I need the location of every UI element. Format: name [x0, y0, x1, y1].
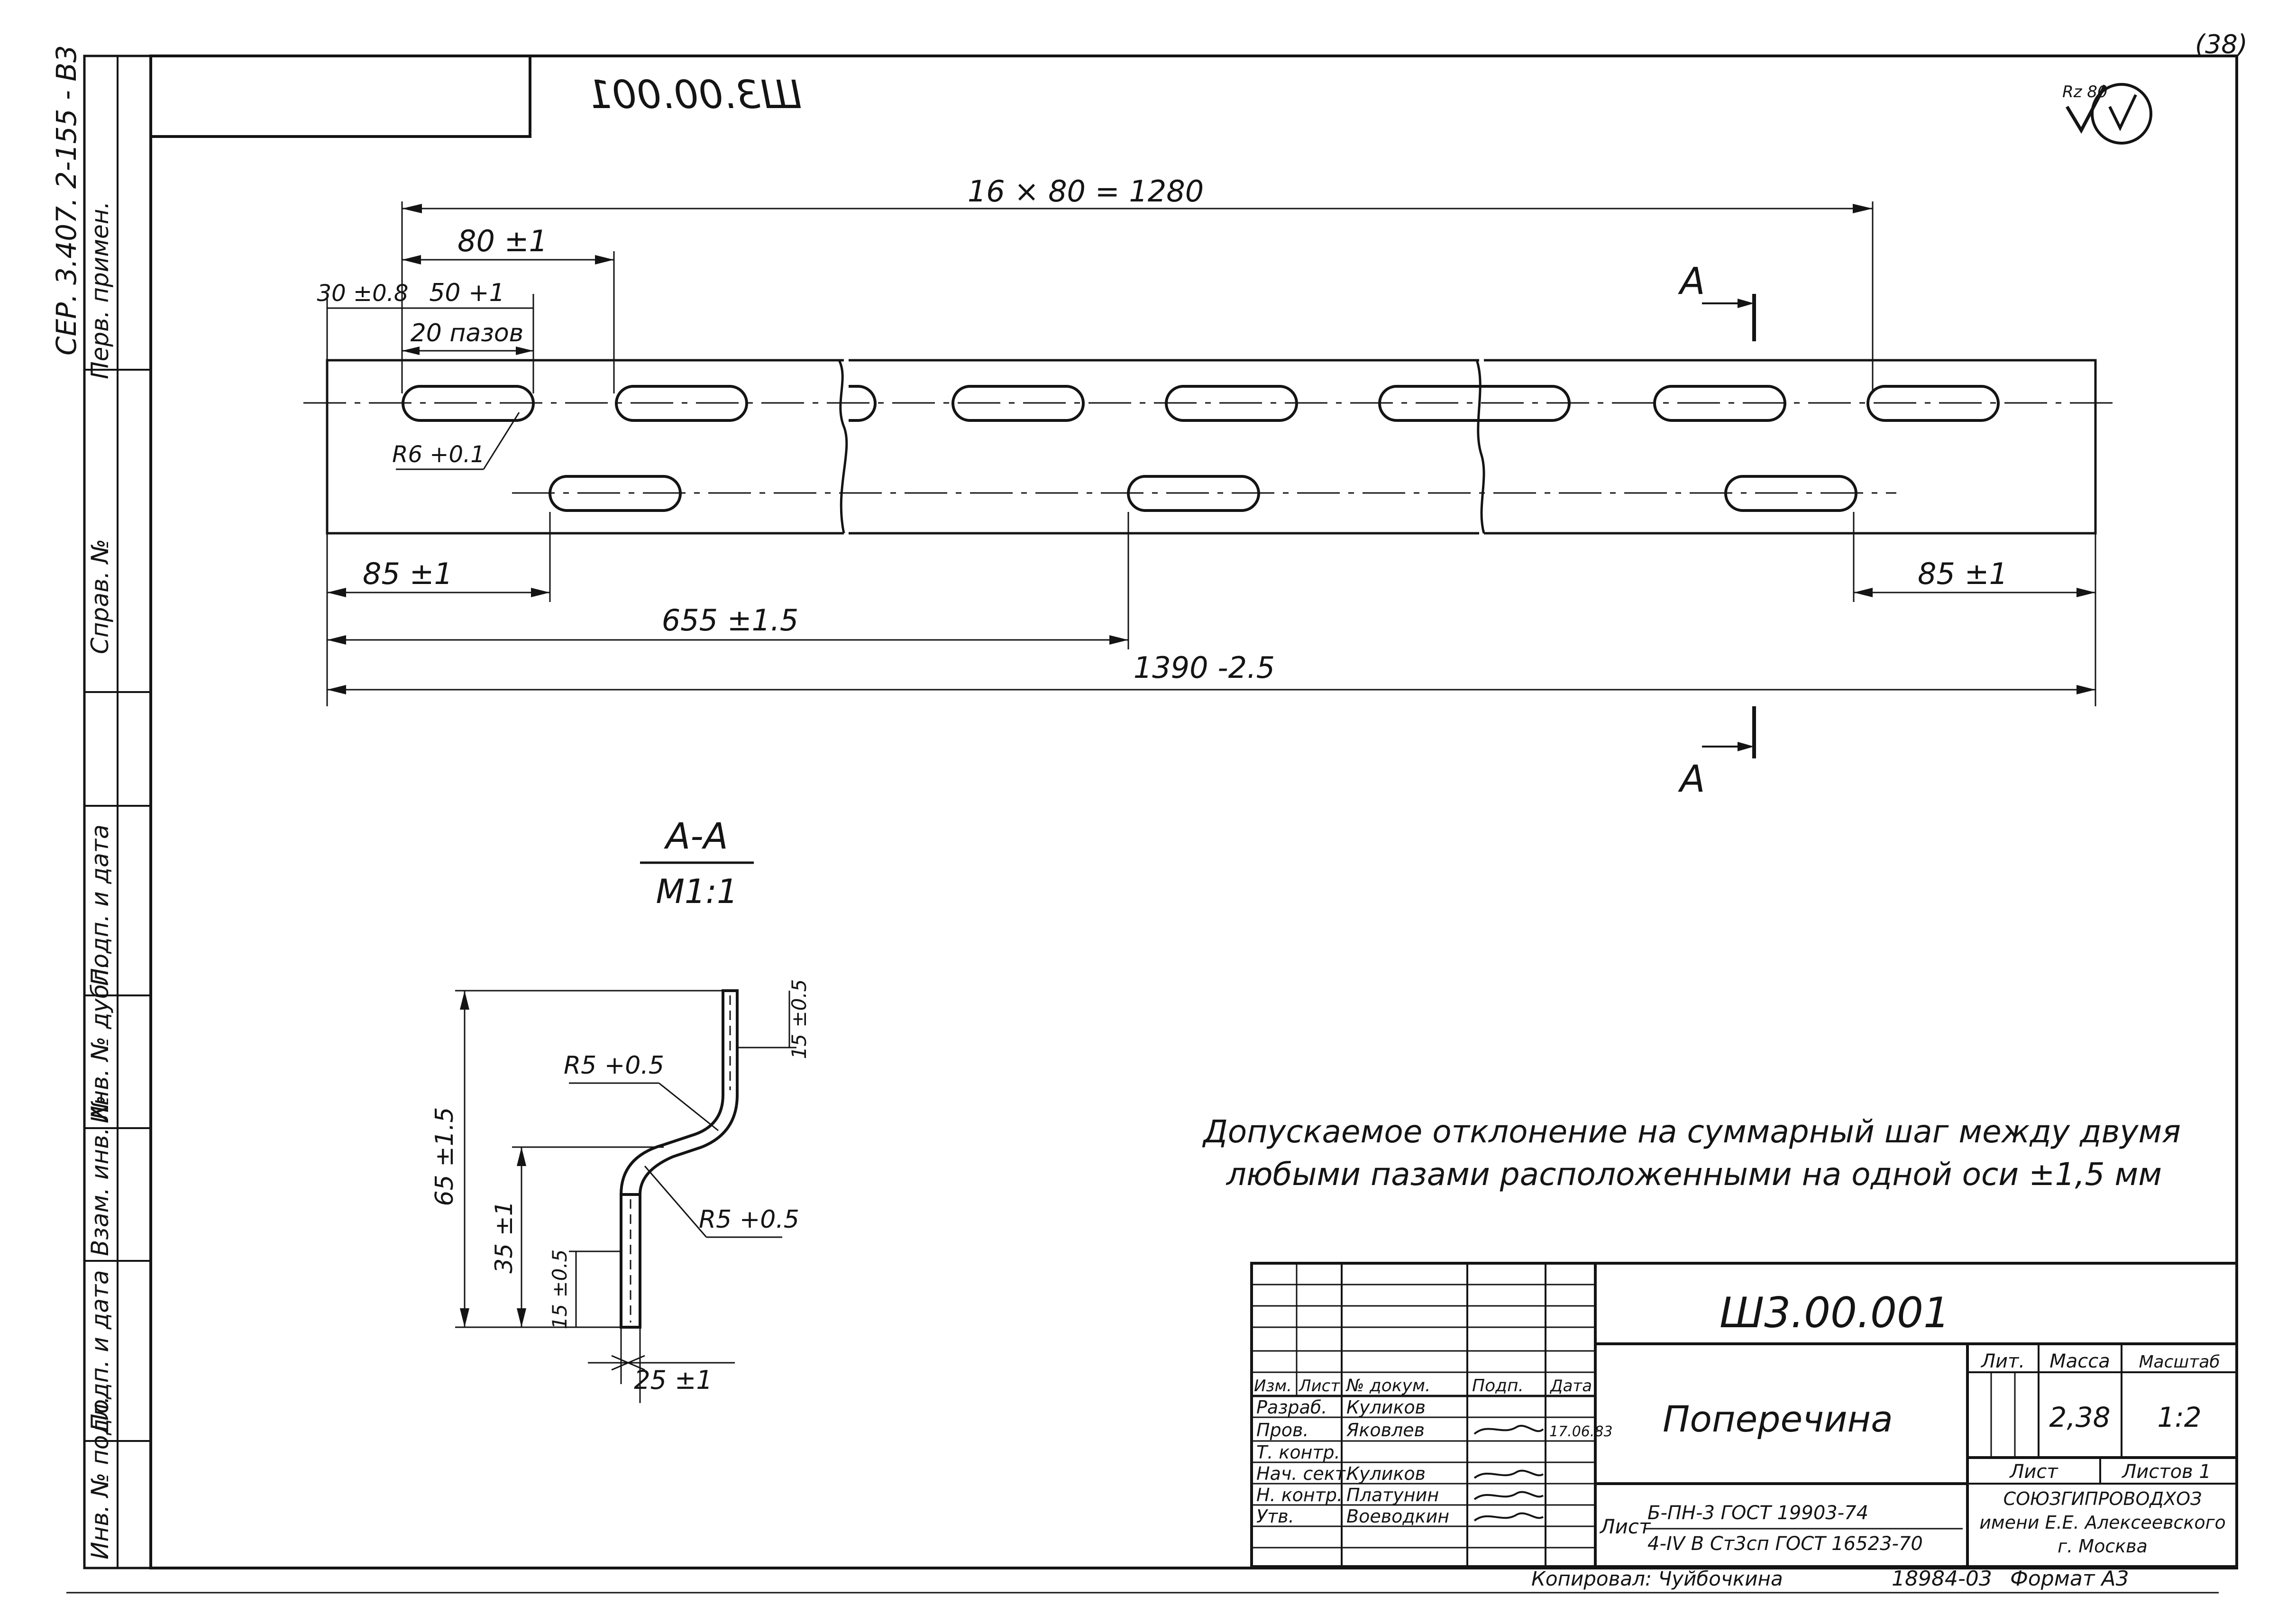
- dim-radius: R6 +0.1: [392, 412, 520, 470]
- massa-value: 2,38: [2049, 1401, 2110, 1433]
- dim-15-bottom-label: 15 ±0.5: [548, 1249, 571, 1330]
- nkontr-name: Платунин: [1346, 1485, 1439, 1505]
- nachsekt-name: Куликов: [1346, 1463, 1426, 1484]
- dim-radius-label: R6 +0.1: [392, 441, 485, 468]
- razrab-name: Куликов: [1346, 1397, 1426, 1418]
- slot: [1165, 385, 1298, 422]
- material-line-1: Б-ПН-3 ГОСТ 19903-74: [1647, 1502, 1868, 1524]
- section-mark-bottom: А: [1677, 758, 1705, 801]
- listov-label: Листов 1: [2121, 1461, 2211, 1483]
- tolerance-note: Допускаемое отклонение на суммарный шаг …: [1202, 1113, 2181, 1193]
- slot: [849, 385, 877, 422]
- roughness-symbol: Rz 80: [2062, 82, 2152, 145]
- corner-mark: (38): [2195, 29, 2248, 59]
- side-stamp: Перв. примен. Справ. № Подп. и дата Инв.…: [50, 45, 152, 1569]
- col-izm: Изм.: [1254, 1377, 1292, 1395]
- tkontr-role: Т. контр.: [1256, 1442, 1340, 1463]
- prov-role: Пров.: [1256, 1420, 1308, 1441]
- col-data: Дата: [1549, 1377, 1592, 1395]
- slot: [549, 475, 682, 512]
- copied-by: Копировал: Чуйбочкина: [1531, 1567, 1783, 1590]
- col-list: Лист: [1298, 1377, 1340, 1395]
- order-no: 18984-03: [1892, 1567, 1992, 1591]
- note-line-1: Допускаемое отклонение на суммарный шаг …: [1202, 1113, 2181, 1150]
- stamp-podp-data-1: Подп. и дата: [86, 824, 114, 986]
- title-block: Изм. Лист № докум. Подп. Дата Разраб. Ку…: [1250, 1262, 2238, 1568]
- utv-name: Воеводкин: [1346, 1506, 1449, 1527]
- section-title: А-А: [663, 815, 728, 857]
- note-line-2: любыми пазами расположенными на одной ос…: [1226, 1156, 2162, 1193]
- material-line-2: 4-IV В Ст3сп ГОСТ 16523-70: [1647, 1533, 1923, 1555]
- designation: Ш3.00.001: [1720, 1288, 1950, 1337]
- lit-label: Лит.: [1980, 1350, 2025, 1372]
- r-bottom-label: R5 +0.5: [699, 1205, 799, 1234]
- dim-65-label: 65 ±1.5: [430, 1107, 459, 1206]
- section-cut-marks: А А: [1677, 260, 1756, 801]
- col-podp: Подп.: [1472, 1376, 1524, 1395]
- part-name: Поперечина: [1663, 1398, 1893, 1440]
- dim-pitch-label: 80 ±1: [457, 224, 548, 258]
- prov-date: 17.06.83: [1549, 1423, 1613, 1440]
- massa-label: Масса: [2049, 1350, 2110, 1372]
- slot: [1866, 385, 2000, 422]
- section-view: А-А М1:1 65 ±1.5 35 ±1 15 ±0.5 15 ±0.5 R: [430, 815, 811, 1403]
- slot: [1127, 475, 1260, 512]
- dim-bottom: 85 ±1 85 ±1 655 ±1.5 1390 -2.5: [326, 512, 2096, 706]
- stamp-inv-podl: Инв. № подл.: [86, 1396, 114, 1559]
- plan-view: 16 × 80 = 1280 80 ±1 30 ±0.8 50 +1 20 па…: [303, 174, 2119, 801]
- dim-total-pitch: 16 × 80 = 1280: [401, 174, 1874, 393]
- slot: [1378, 385, 1571, 422]
- r-top-label: R5 +0.5: [564, 1051, 664, 1080]
- rotated-code-box: Ш3.00.001: [149, 55, 802, 138]
- dim-1390-label: 1390 -2.5: [1134, 650, 1275, 685]
- stamp-sprav: Справ. №: [86, 539, 114, 654]
- slot: [615, 385, 748, 422]
- slot: [402, 385, 535, 422]
- stamp-vzam-inv: Взам. инв. №: [86, 1095, 114, 1256]
- dim-edge-label: 30 ±0.8: [317, 280, 409, 307]
- dim-25-label: 25 ±1: [634, 1365, 712, 1395]
- material-list: Лист: [1599, 1515, 1651, 1538]
- dim-655-label: 655 ±1.5: [662, 603, 799, 638]
- section-mark-top: А: [1677, 260, 1705, 303]
- masshtab-value: 1:2: [2157, 1401, 2201, 1433]
- dim-slot: 30 ±0.8 50 +1 20 пазов: [317, 279, 534, 393]
- rotated-code: Ш3.00.001: [587, 73, 802, 118]
- org-line-2: имени Е.Е. Алексеевского: [1979, 1512, 2226, 1533]
- col-doc: № докум.: [1345, 1376, 1430, 1395]
- dim-left-85-label: 85 ±1: [363, 556, 453, 591]
- section-scale: М1:1: [656, 872, 738, 911]
- dim-15-top-label: 15 ±0.5: [787, 979, 811, 1059]
- masshtab-label: Масштаб: [2139, 1352, 2220, 1372]
- list-label: Лист: [2009, 1461, 2058, 1483]
- org-line-3: г. Москва: [2058, 1536, 2148, 1557]
- strip-outline: [326, 359, 2097, 535]
- nkontr-role: Н. контр.: [1256, 1485, 1343, 1505]
- sheet-format: Формат А3: [2010, 1567, 2129, 1591]
- org-line-1: СОЮЗГИПРОВОДХОЗ: [2003, 1488, 2202, 1509]
- stamp-podp-data-2: Подп. и дата: [86, 1270, 114, 1432]
- series-code: СЕР. 3.407. 2-155 - В3: [50, 45, 82, 356]
- slot: [951, 385, 1085, 422]
- nachsekt-role: Нач. сект.: [1256, 1463, 1351, 1484]
- stamp-perv-primen: Перв. примен.: [86, 201, 114, 379]
- dim-35-label: 35 ±1: [490, 1201, 518, 1273]
- dim-right-85-label: 85 ±1: [1918, 556, 2008, 591]
- dim-pitch: 80 ±1: [402, 224, 615, 393]
- slot: [1724, 475, 1857, 512]
- dim-slot-len-label: 50 +1: [429, 279, 504, 307]
- stamp-inv-dubl: Инв. № дубл.: [86, 961, 114, 1123]
- razrab-role: Разраб.: [1256, 1397, 1327, 1418]
- prov-name: Яковлев: [1346, 1420, 1425, 1441]
- slot-count-label: 20 пазов: [411, 319, 524, 347]
- dim-total-pitch-label: 16 × 80 = 1280: [968, 174, 1204, 209]
- slot: [1653, 385, 1786, 422]
- utv-role: Утв.: [1256, 1506, 1294, 1527]
